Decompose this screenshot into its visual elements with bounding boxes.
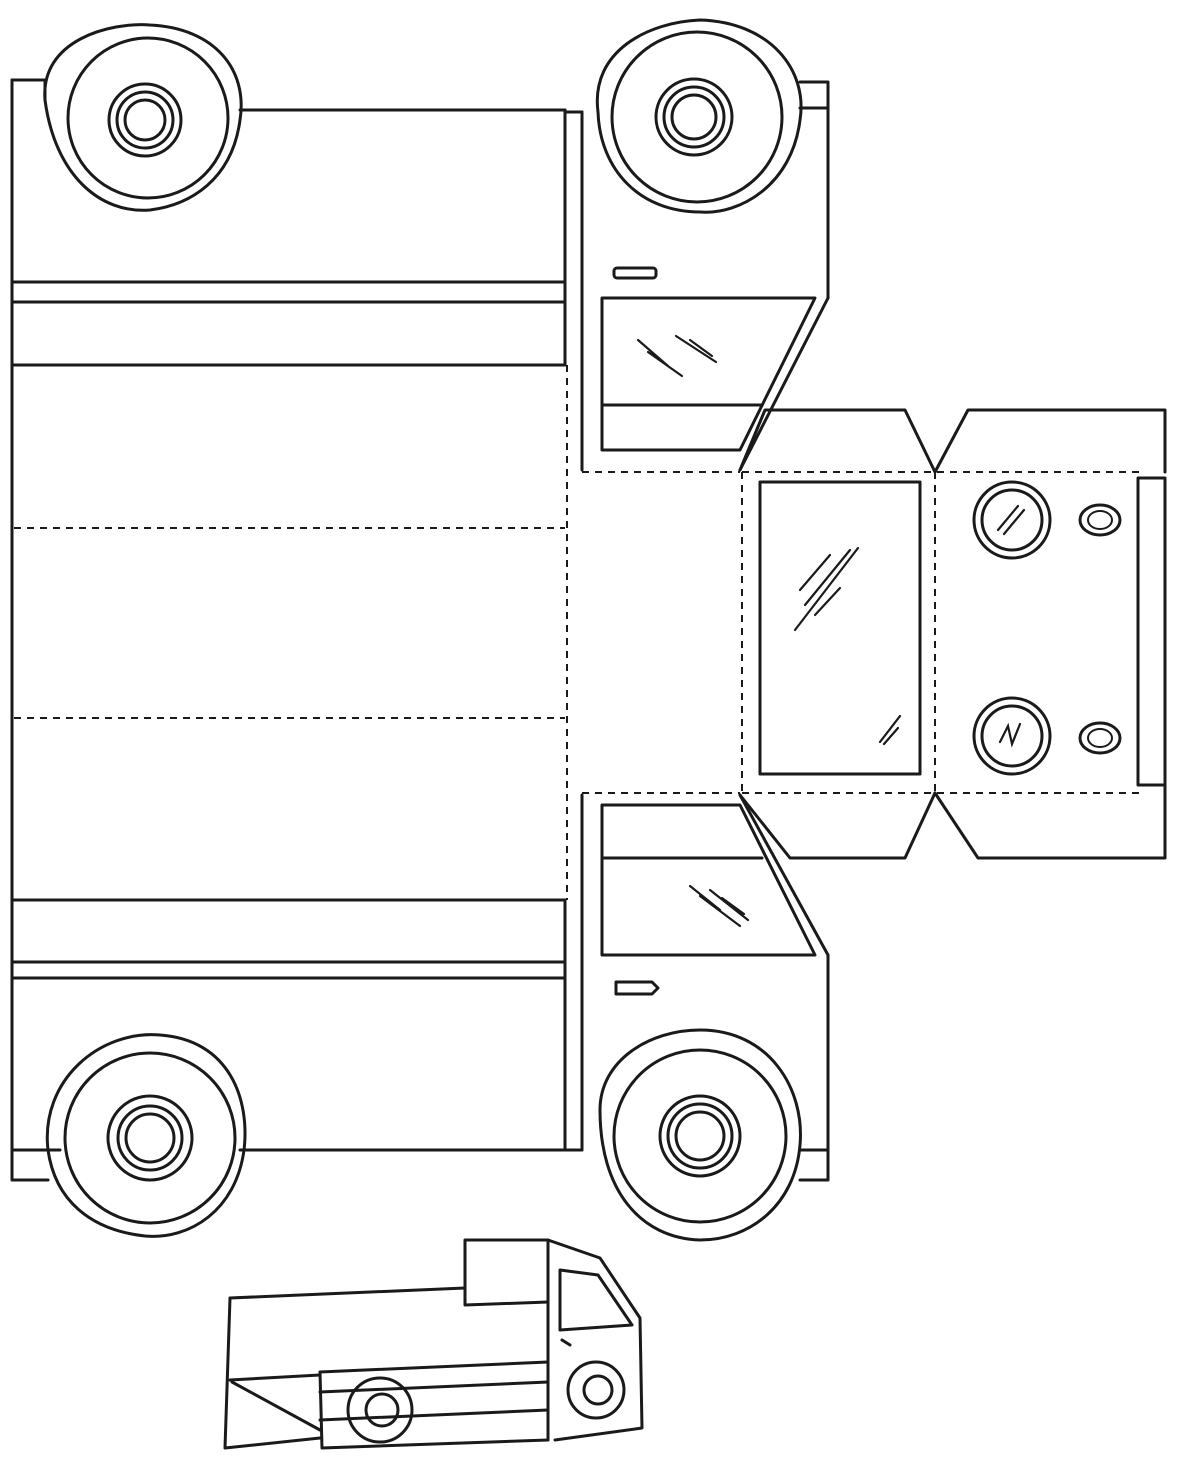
door-handle-icon: [614, 980, 660, 996]
side-window-lower: [600, 803, 817, 957]
wheel-icon: [598, 1028, 802, 1242]
door-handle-icon: [612, 266, 658, 280]
wheel-icon: [43, 23, 243, 212]
windshield: [758, 480, 922, 776]
wheel-icon: [346, 1376, 414, 1444]
cab-front-panel: [582, 408, 1167, 860]
headlight-icon: [972, 696, 1052, 776]
marker-light-icon: [1078, 721, 1122, 755]
cab-side-strip: [563, 110, 584, 1152]
assembled-truck-illustration: [223, 1238, 644, 1450]
cab-side-upper: [600, 80, 830, 472]
wheel-icon: [566, 1360, 626, 1420]
cargo-bed-panel: [10, 78, 568, 1182]
wheel-icon: [595, 18, 803, 214]
side-window-upper: [600, 296, 817, 452]
wheel-icon: [45, 1033, 247, 1238]
cab-side-lower: [600, 793, 830, 1182]
marker-light-icon: [1078, 503, 1122, 537]
headlight-icon: [972, 480, 1052, 560]
